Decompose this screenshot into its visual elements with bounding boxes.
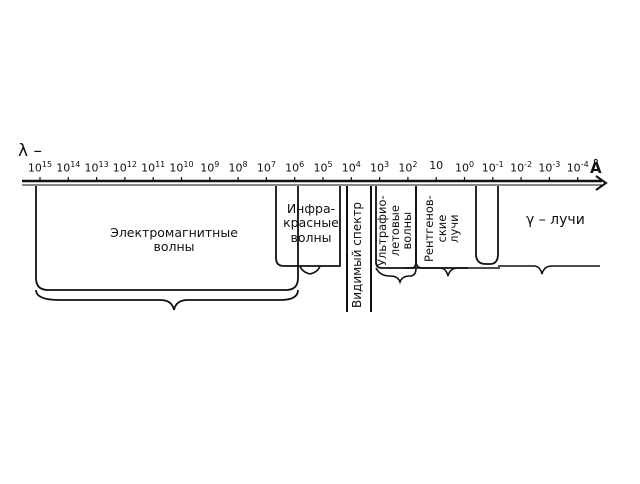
tick-base: 10 <box>285 161 300 175</box>
tick-base: 10 <box>429 159 444 172</box>
infrared-line3: волны <box>290 229 332 245</box>
tick-label: 10-4 <box>564 160 592 175</box>
tick-base: 10 <box>256 161 271 175</box>
em-waves-label: Электромагнитные волны <box>104 225 244 255</box>
tick-label: 10 <box>422 159 450 173</box>
tick-exponent: 6 <box>299 160 305 169</box>
tick-label: 10-1 <box>479 160 507 175</box>
tick-exponent: 11 <box>155 160 166 169</box>
tick-label: 1015 <box>26 160 54 175</box>
em-waves-line1: Электромагнитные <box>110 225 238 240</box>
tick-exponent: -1 <box>495 160 504 169</box>
tick-label: 107 <box>252 160 280 175</box>
tick-base: 10 <box>566 161 581 175</box>
tick-base: 10 <box>481 161 496 175</box>
tick-exponent: 0 <box>468 160 475 169</box>
tick-base: 10 <box>313 161 328 175</box>
axis-arrow <box>595 175 608 191</box>
tick-exponent: -2 <box>524 160 533 169</box>
tick-label: 10-2 <box>507 160 535 175</box>
tick-label: 1012 <box>111 160 139 175</box>
tick-label: 100 <box>451 160 479 175</box>
tick-label: 109 <box>196 160 224 175</box>
lambda-label: λ – <box>18 141 42 161</box>
visible-spectrum-label: Видимый спектр <box>350 202 364 308</box>
infrared-line2: красные <box>283 215 339 231</box>
tick-label: 1011 <box>139 160 167 175</box>
tick-exponent: 10 <box>183 160 194 169</box>
tick-label: 106 <box>281 160 309 175</box>
tick-base: 10 <box>341 161 356 175</box>
tick-base: 10 <box>228 161 243 175</box>
infrared-outline <box>275 186 341 267</box>
uv-line3: волны <box>400 211 415 250</box>
tick-base: 10 <box>141 161 156 175</box>
tick-exponent: 14 <box>70 160 81 169</box>
tick-base: 10 <box>370 161 385 175</box>
tick-label: 1010 <box>168 160 196 175</box>
gamma-brace <box>498 265 600 275</box>
tick-base: 10 <box>538 161 553 175</box>
tick-label: 1014 <box>54 160 82 175</box>
tick-label: 102 <box>394 160 422 175</box>
tick-base: 10 <box>84 161 99 175</box>
tick-exponent: 8 <box>242 160 248 169</box>
tick-exponent: 15 <box>41 160 53 169</box>
em-waves-line2: волны <box>153 239 195 255</box>
infrared-label: Инфра- красные волны <box>278 201 344 245</box>
tick-base: 10 <box>398 161 413 175</box>
tick-exponent: 2 <box>412 160 418 169</box>
xray-line3: лучи <box>447 214 462 243</box>
tick-exponent: 3 <box>384 160 390 169</box>
tick-exponent: 9 <box>214 160 220 169</box>
tick-exponent: -4 <box>580 160 589 169</box>
tick-base: 10 <box>200 161 215 175</box>
infrared-line1: Инфра- <box>286 201 336 216</box>
tick-label: 108 <box>224 160 252 175</box>
xray-line1: Рентгенов- <box>422 195 436 262</box>
tick-exponent: 7 <box>270 160 276 169</box>
tick-exponent: -3 <box>552 160 561 169</box>
tick-base: 10 <box>27 161 42 175</box>
em-brace <box>35 289 299 311</box>
uv-brace <box>375 267 417 285</box>
ultraviolet-label: Ультрафио- летовые волны <box>375 195 415 266</box>
tick-label: 1013 <box>83 160 111 175</box>
tick-marks <box>39 177 579 181</box>
tick-base: 10 <box>510 161 525 175</box>
tick-label: 103 <box>366 160 394 175</box>
gamma-rays-label: γ – лучи <box>526 212 585 228</box>
tick-base: 10 <box>112 161 127 175</box>
tick-exponent: 4 <box>355 160 361 169</box>
xray-label: Рентгенов- ские лучи <box>422 195 462 262</box>
tick-base: 10 <box>56 161 71 175</box>
angstrom-unit-label: Å <box>590 159 602 177</box>
tick-label: 10-3 <box>535 160 563 175</box>
tick-exponent: 13 <box>98 160 109 169</box>
overlap-loop <box>475 186 499 265</box>
uv-line1: Ультрафио- <box>375 195 389 266</box>
tick-exponent: 12 <box>126 160 137 169</box>
xray-brace <box>404 267 500 277</box>
infrared-brace <box>299 265 321 275</box>
em-waves-outline <box>35 186 299 291</box>
tick-label: 104 <box>337 160 365 175</box>
tick-label: 105 <box>309 160 337 175</box>
tick-base: 10 <box>169 161 184 175</box>
tick-base: 10 <box>454 161 469 175</box>
tick-exponent: 5 <box>327 160 333 169</box>
